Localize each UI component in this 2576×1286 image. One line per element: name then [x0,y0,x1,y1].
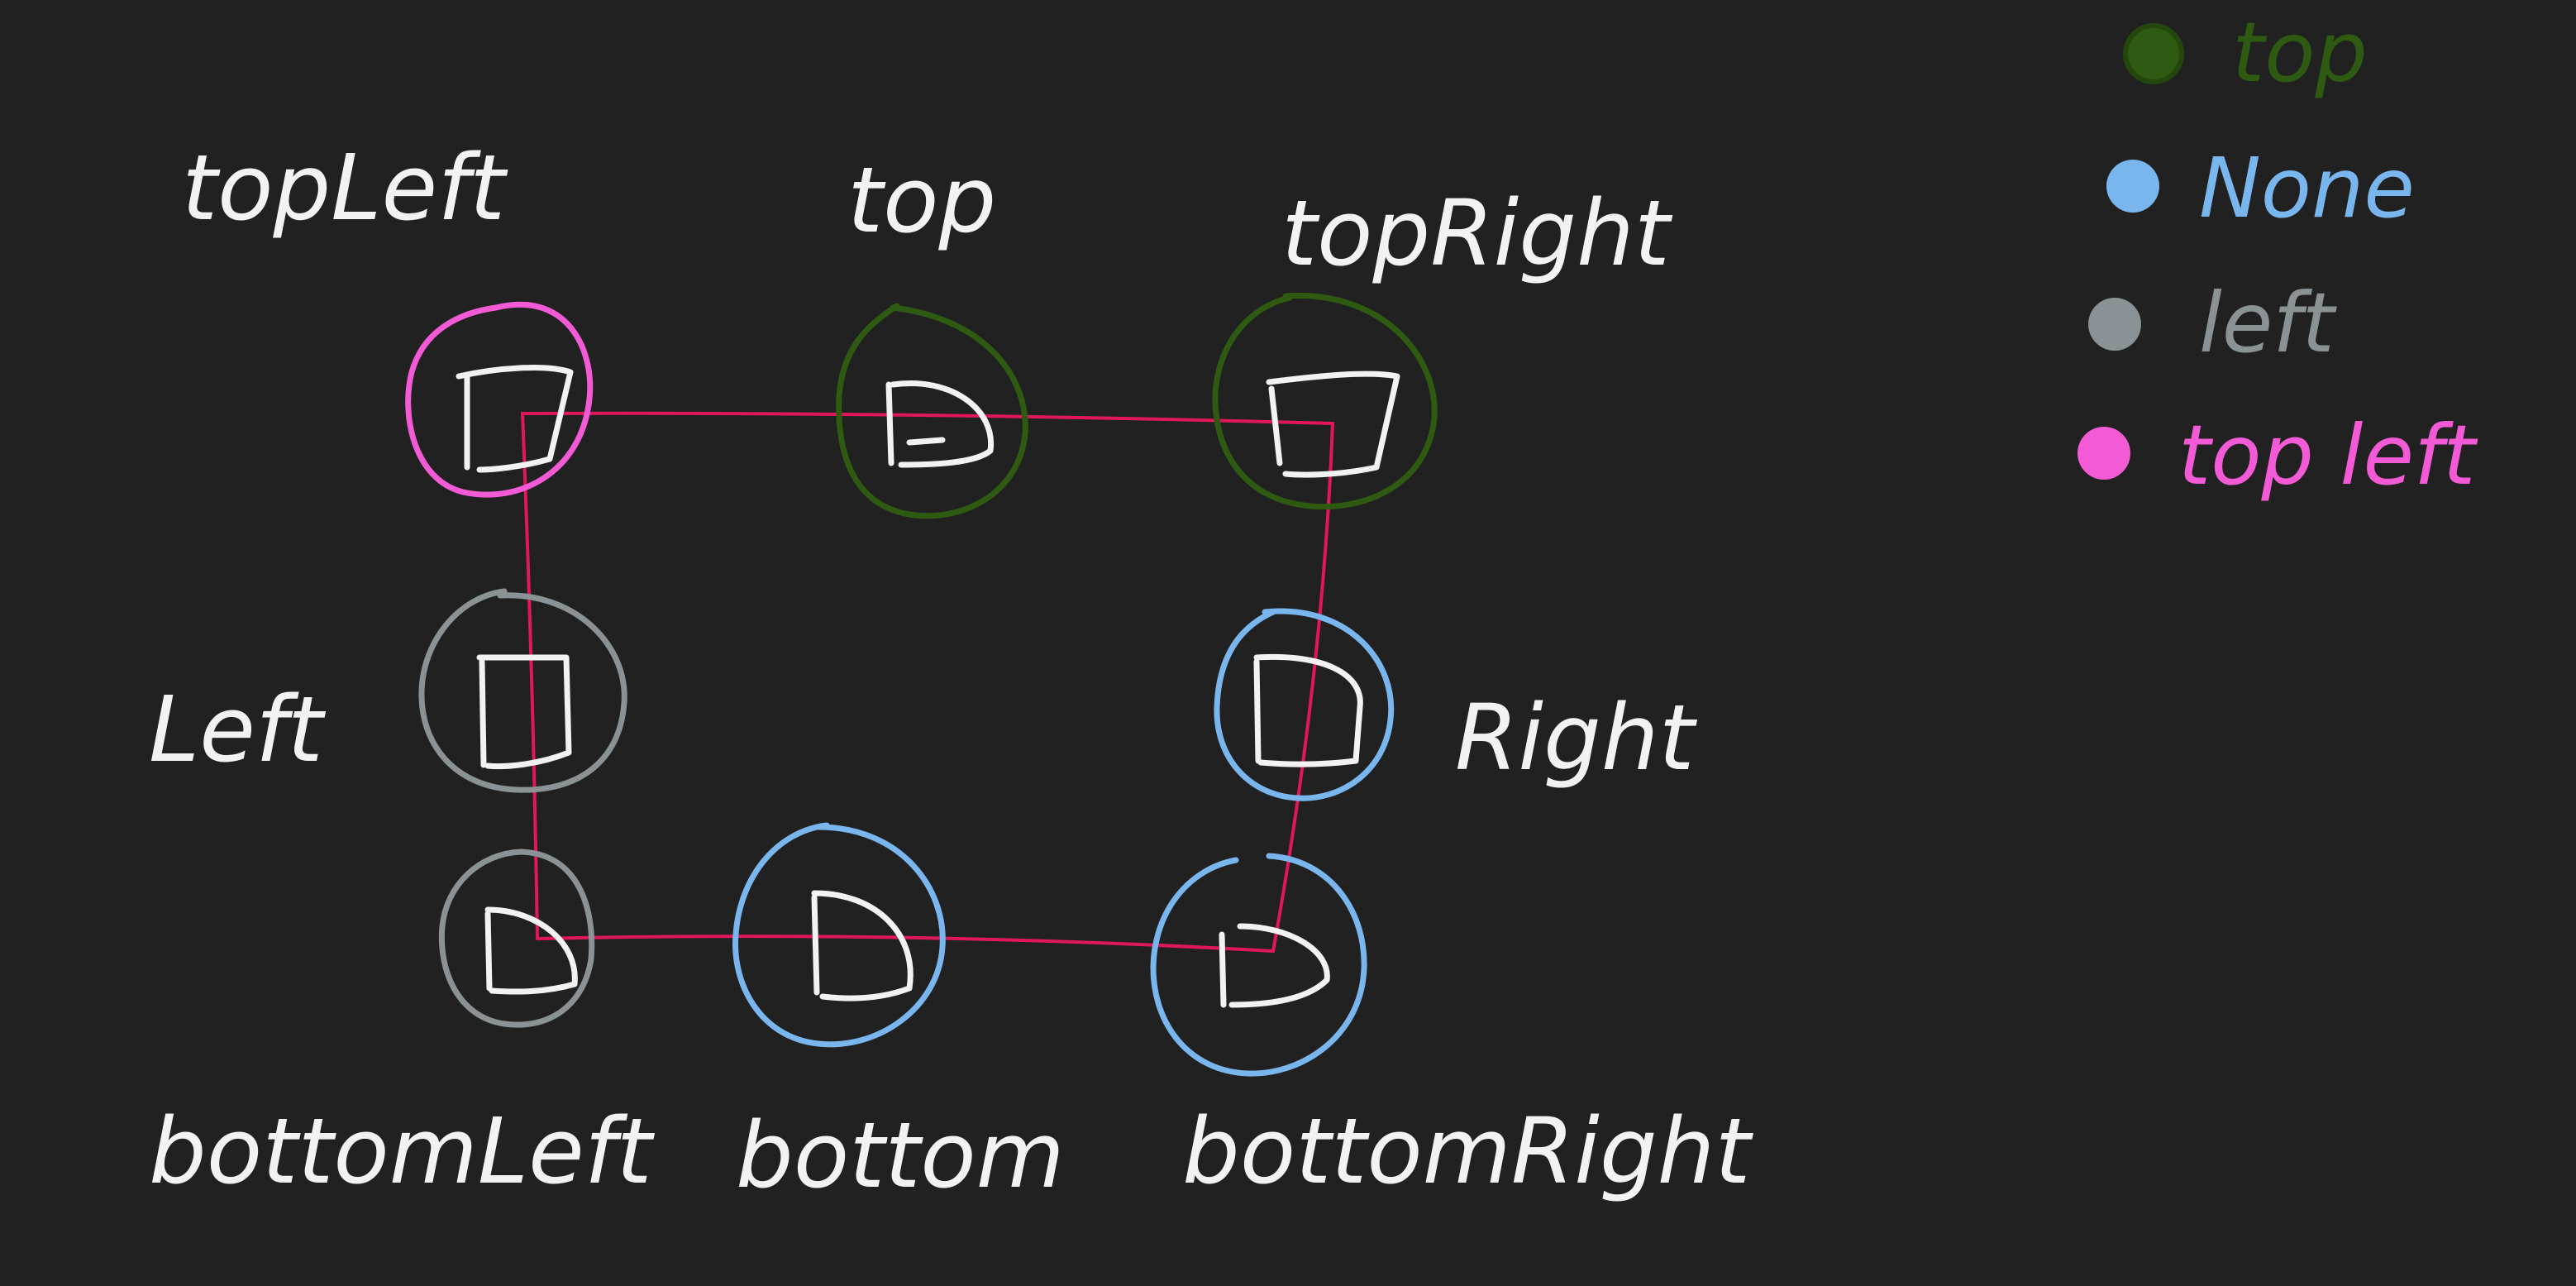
legend-item-top-left: top left [2077,407,2478,504]
node-bottom-right-icon [1219,923,1330,1008]
node-bottom-left-icon [484,906,578,995]
label-right: Right [1455,685,1698,791]
node-top-icon [885,380,995,468]
legend-dot-left [2088,298,2141,351]
node-top-left-icon [456,365,574,473]
ring-top-right [1212,292,1438,510]
node-top-right-icon [1266,371,1400,478]
ring-bottom-left [438,849,595,1028]
connector-right [1271,422,1334,953]
legend-dot-none [2106,160,2159,213]
label-bottom: bottom [736,1102,1065,1208]
legend-item-top: top [2123,4,2368,101]
legend-item-none: None [2106,140,2415,237]
ring-top-left [405,301,594,498]
legend-label-top-left: top left [2178,407,2478,504]
label-bottom-right: bottomRight [1182,1098,1753,1204]
label-top-left: topLeft [182,135,508,241]
connector-bottom [536,935,1275,953]
connector-top [521,411,1334,425]
node-bottom-icon [811,890,914,1002]
connector-left [521,412,539,940]
ring-bottom-right [1150,853,1367,1077]
node-left-icon [476,654,572,770]
ring-left [418,588,627,793]
label-top-right: topRight [1281,180,1673,286]
legend-label-left: left [2199,275,2338,371]
label-bottom-left: bottomLeft [149,1098,656,1204]
legend-dot-top [2123,23,2184,84]
legend: top None left top left [2077,4,2478,504]
legend-label-none: None [2199,140,2415,237]
label-top: top [847,147,996,253]
legend-label-top: top [2232,4,2368,101]
ring-bottom [732,822,946,1048]
legend-item-left: left [2088,275,2338,371]
legend-dot-top-left [2077,427,2130,480]
ring-top [836,303,1028,519]
ring-right [1214,608,1395,801]
label-left: Left [149,676,327,782]
node-right-icon [1253,653,1363,767]
